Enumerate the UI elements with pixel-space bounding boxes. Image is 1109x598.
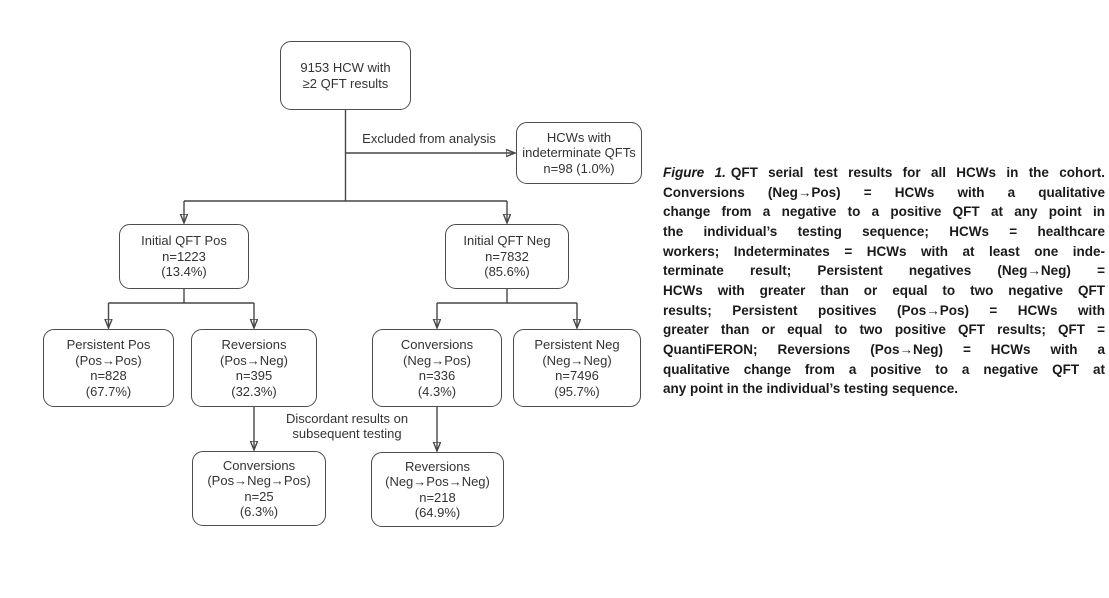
caption-line: any point in the individual’s testing se… bbox=[663, 381, 959, 397]
node-line: 9153 HCW with bbox=[300, 60, 391, 75]
node-line: ≥2 QFT results bbox=[302, 75, 389, 91]
discordant-results-label: Discordant results on subsequent testing bbox=[286, 411, 408, 441]
node-line: n=1223 bbox=[162, 248, 206, 264]
node-initial-qft-neg: Initial QFT Neg n=7832 (85.6%) bbox=[445, 224, 569, 289]
figure-number-label: Figure 1. bbox=[663, 165, 726, 180]
caption-line: change from a negative to a positive QFT… bbox=[663, 204, 1105, 220]
node-line: (13.4%) bbox=[161, 264, 207, 280]
node-line: Reversions bbox=[404, 458, 471, 474]
figure-caption: Figure 1. QFT serial test results for all… bbox=[663, 163, 1105, 399]
caption-line: Figure 1. QFT serial test results for all… bbox=[663, 163, 1105, 183]
caption-line: HCWs with greater than or equal to two n… bbox=[663, 282, 1105, 298]
node-line: (6.3%) bbox=[239, 504, 279, 519]
node-line: (Pos→Neg→Pos) bbox=[207, 473, 311, 488]
node-line: n=7496 bbox=[555, 368, 599, 383]
node-conversions-neg-pos: Conversions (Neg→Pos) n=336 (4.3%) bbox=[372, 329, 502, 407]
node-line: n=7832 bbox=[485, 248, 529, 264]
node-line: (95.7%) bbox=[554, 383, 600, 399]
node-line: (32.3%) bbox=[231, 383, 277, 399]
node-indeterminate: HCWs with indeterminate QFTs n=98 (1.0%) bbox=[516, 122, 642, 184]
excluded-from-analysis-label: Excluded from analysis bbox=[362, 131, 496, 146]
discordant-label-line: Discordant results on bbox=[285, 411, 409, 426]
node-persistent-neg: Persistent Neg (Neg→Neg) n=7496 (95.7%) bbox=[513, 329, 641, 407]
caption-line: Conversions (Neg→Pos) = HCWs with a qual… bbox=[663, 184, 1105, 200]
node-line: Persistent Neg bbox=[534, 337, 620, 352]
caption-line: greater than or equal to two positive QF… bbox=[663, 322, 1105, 338]
node-line: (4.3%) bbox=[417, 383, 457, 399]
caption-text: QFT serial test results for all HCWs in … bbox=[730, 165, 1106, 180]
node-reversions-pos-neg: Reversions (Pos→Neg) n=395 (32.3%) bbox=[191, 329, 317, 407]
node-initial-qft-pos: Initial QFT Pos n=1223 (13.4%) bbox=[119, 224, 249, 289]
node-line: n=336 bbox=[418, 368, 456, 383]
node-line: Conversions bbox=[222, 457, 296, 473]
node-line: Persistent Pos bbox=[66, 337, 151, 352]
node-reversions-neg-pos-neg: Reversions (Neg→Pos→Neg) n=218 (64.9%) bbox=[371, 452, 504, 527]
node-line: (Pos→Neg) bbox=[220, 352, 288, 368]
node-line: (Neg→Neg) bbox=[542, 352, 612, 368]
node-line: Initial QFT Pos bbox=[141, 233, 227, 249]
caption-line: terminate result; Persistent negatives (… bbox=[663, 263, 1105, 279]
node-line: n=25 bbox=[244, 488, 274, 504]
caption-line: the individual’s testing sequence; HCWs … bbox=[663, 223, 1105, 239]
node-line: n=218 bbox=[419, 489, 456, 505]
node-line: HCWs with bbox=[546, 129, 612, 145]
discordant-label-line: subsequent testing bbox=[292, 426, 402, 441]
flowchart: 9153 HCW with ≥2 QFT results HCWs with i… bbox=[0, 41, 660, 560]
node-line: (Pos→Pos) bbox=[75, 352, 142, 368]
caption-line: QuantiFERON; Reversions (Pos→Neg) = HCWs… bbox=[663, 341, 1105, 357]
flow-connectors bbox=[0, 110, 660, 560]
node-line: (Neg→Pos) bbox=[403, 352, 471, 368]
node-conversions-pos-neg-pos: Conversions (Pos→Neg→Pos) n=25 (6.3%) bbox=[192, 451, 326, 526]
node-line: n=828 bbox=[90, 368, 127, 383]
node-line: (67.7%) bbox=[85, 383, 132, 399]
node-line: indeterminate QFTs bbox=[522, 145, 636, 161]
caption-line: workers; Indeterminates = HCWs with at l… bbox=[663, 243, 1105, 259]
caption-line: qualitative change from a positive to a … bbox=[663, 361, 1105, 377]
node-line: Initial QFT Neg bbox=[463, 233, 551, 249]
caption-line: results; Persistent positives (Pos→Pos) … bbox=[663, 302, 1105, 318]
node-line: Reversions bbox=[221, 337, 287, 352]
node-line: (85.6%) bbox=[484, 264, 530, 280]
node-line: n=98 (1.0%) bbox=[543, 160, 615, 176]
node-line: n=395 bbox=[235, 368, 273, 383]
node-line: Conversions bbox=[400, 337, 474, 352]
node-persistent-pos: Persistent Pos (Pos→Pos) n=828 (67.7%) bbox=[43, 329, 174, 407]
node-line: (64.9%) bbox=[414, 505, 461, 520]
node-total-hcw: 9153 HCW with ≥2 QFT results bbox=[280, 41, 411, 110]
node-line: (Neg→Pos→Neg) bbox=[385, 474, 490, 489]
